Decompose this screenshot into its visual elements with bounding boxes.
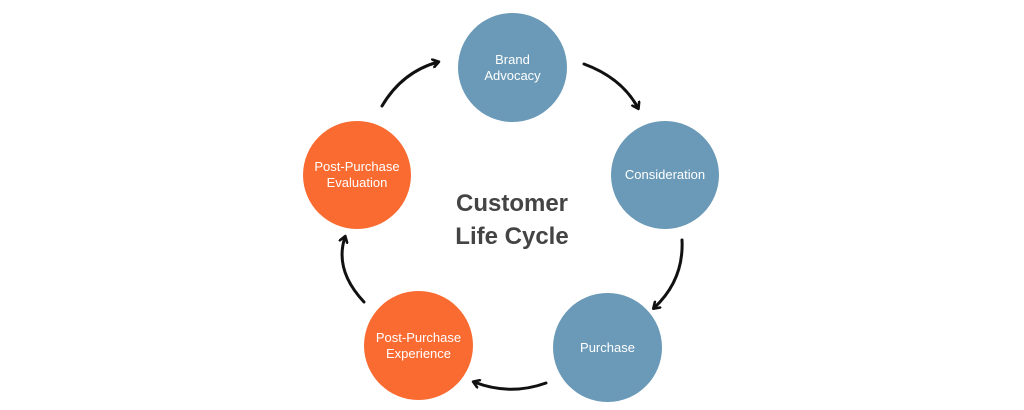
stage-label: Brand Advocacy (484, 51, 541, 83)
arrow-brand-to-consideration (582, 62, 638, 108)
diagram-title: Customer Life Cycle (455, 190, 569, 250)
stage-brand-advocacy: Brand Advocacy (458, 13, 567, 122)
arrow-consideration-to-purchase (654, 238, 684, 308)
stage-label: Purchase (580, 339, 635, 355)
stage-consideration: Consideration (611, 121, 719, 229)
stage-label: Post-Purchase Evaluation (314, 159, 400, 190)
stage-post-purchase-experience: Post-Purchase Experience (364, 291, 473, 400)
arrow-purchase-to-post-purchase-experience (474, 382, 548, 391)
stage-label: Consideration (624, 167, 706, 182)
arrow-evaluation-to-brand (380, 62, 438, 108)
arrow-experience-to-evaluation (342, 237, 366, 304)
stage-post-purchase-evaluation: Post-Purchase Evaluation (303, 121, 411, 229)
stage-purchase: Purchase (553, 293, 662, 402)
stage-label: Post-Purchase Experience (375, 329, 462, 361)
